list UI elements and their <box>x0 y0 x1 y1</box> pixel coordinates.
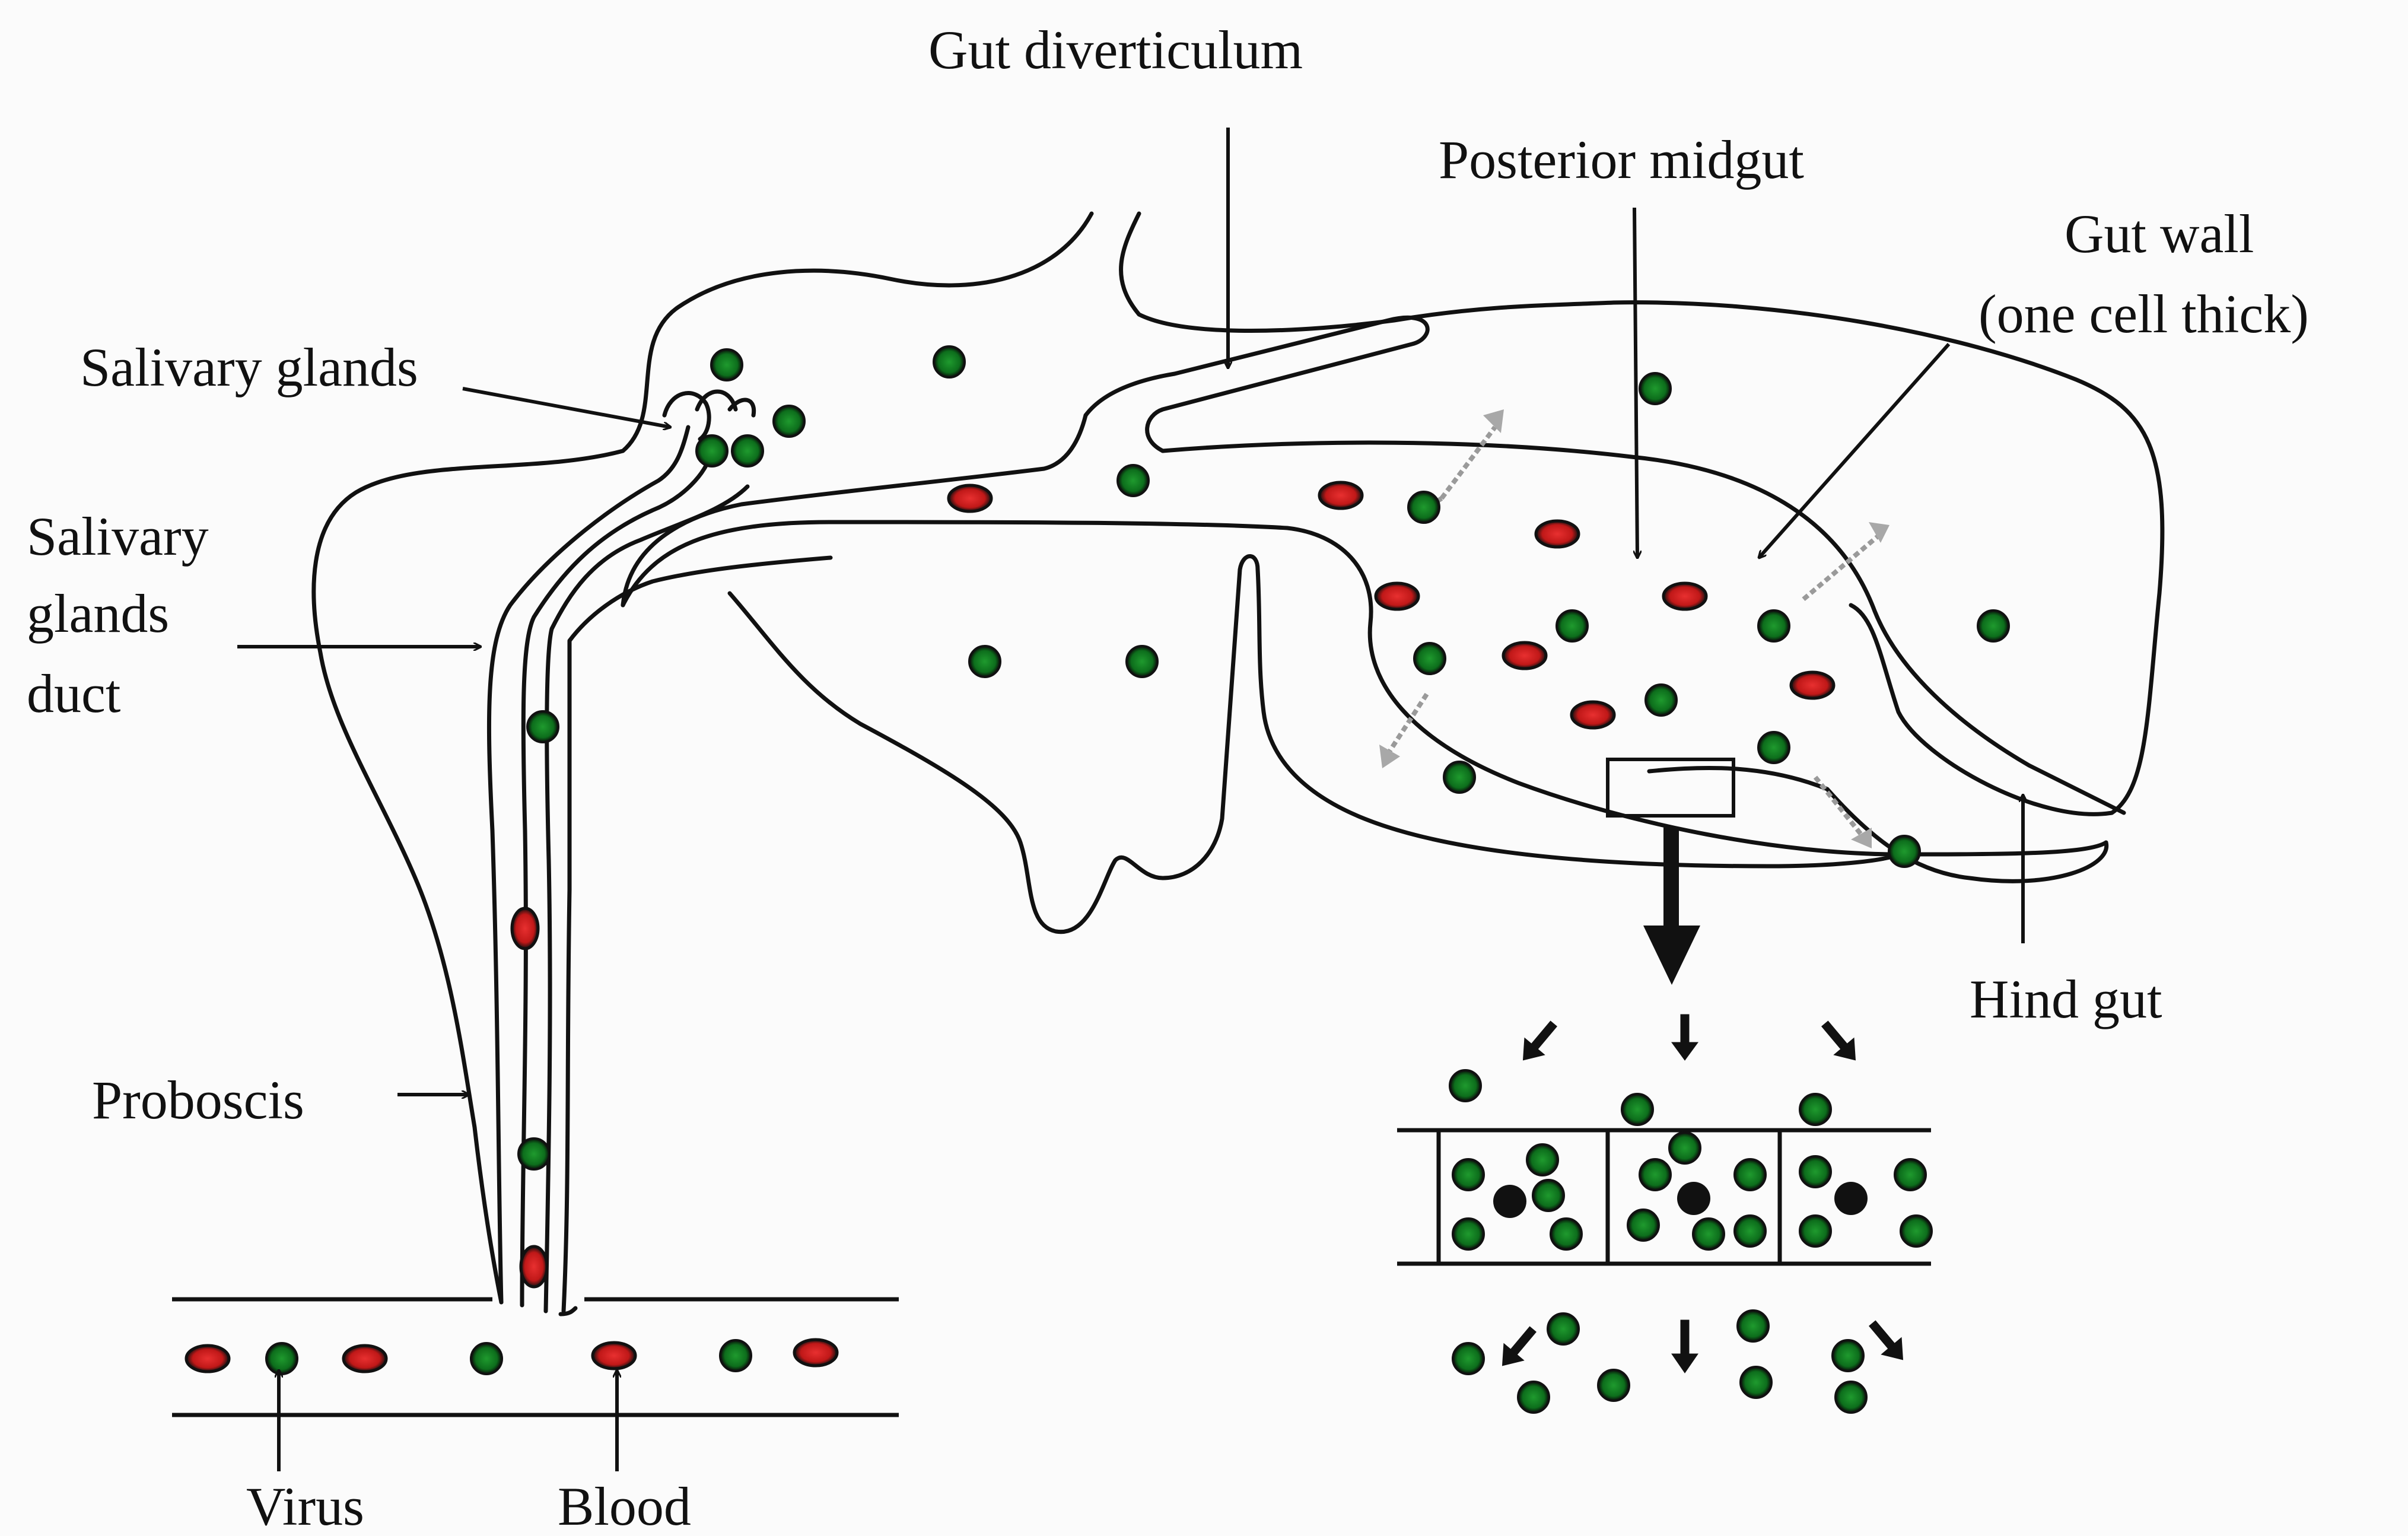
virus-particle <box>1533 1180 1564 1211</box>
virus-particle <box>1444 762 1475 793</box>
blood-cell <box>512 908 538 949</box>
virus-particle <box>1646 685 1677 715</box>
virus-particle <box>1978 610 2009 641</box>
virus-particle <box>1895 1159 1926 1190</box>
virus-particle <box>934 346 965 377</box>
label-salivary-duct-2: glands <box>27 583 169 644</box>
virus-particle <box>1118 465 1149 496</box>
virus-particle <box>266 1343 297 1374</box>
virus-particle <box>471 1343 502 1374</box>
virus-particle <box>1800 1216 1831 1246</box>
virus-particle <box>1836 1382 1866 1413</box>
body-outline <box>314 214 2162 1314</box>
label-proboscis: Proboscis <box>92 1070 304 1130</box>
virus-particle <box>1527 1144 1558 1175</box>
virus-particle <box>1453 1343 1484 1374</box>
virus-particle <box>1453 1219 1484 1249</box>
virus-particle <box>1800 1094 1831 1125</box>
virus-particle <box>1735 1216 1766 1246</box>
blood-cell <box>343 1346 386 1372</box>
blood-cell <box>1791 672 1834 698</box>
virus-particle <box>774 406 804 437</box>
blood-cell <box>1319 482 1362 508</box>
label-hind-gut: Hind gut <box>1970 969 2162 1029</box>
cell-nucleus <box>1493 1185 1526 1218</box>
blood-cell <box>949 485 991 511</box>
blood-cell <box>1503 643 1546 669</box>
virus-particle <box>969 646 1000 677</box>
blood-cell <box>593 1343 635 1369</box>
virus-particle <box>1453 1159 1484 1190</box>
virus-particle <box>1518 1382 1549 1413</box>
virus-particle <box>1758 732 1789 763</box>
label-virus: Virus <box>246 1476 364 1536</box>
particles <box>186 346 2009 1413</box>
virus-particle <box>1758 610 1789 641</box>
virus-particle <box>1741 1367 1771 1398</box>
label-salivary-duct-1: Salivary <box>27 506 209 567</box>
virus-particle <box>1598 1370 1629 1401</box>
virus-particle <box>1551 1219 1582 1249</box>
label-salivary-glands: Salivary glands <box>80 337 418 397</box>
blood-cell <box>794 1340 837 1366</box>
virus-particle <box>1414 643 1445 674</box>
blood-cell <box>1572 702 1614 728</box>
virus-particle <box>1127 646 1157 677</box>
blood-cell <box>1536 521 1579 547</box>
virus-particle <box>1693 1219 1724 1249</box>
virus-particle <box>1622 1094 1653 1125</box>
virus-particle <box>711 349 742 380</box>
virus-particle <box>1450 1070 1481 1101</box>
pointer-lines <box>237 128 2023 1471</box>
label-blood: Blood <box>558 1476 691 1536</box>
virus-particle <box>1833 1340 1863 1371</box>
virus-particle <box>519 1139 549 1169</box>
label-gut-diverticulum: Gut diverticulum <box>928 20 1303 80</box>
virus-particle <box>1628 1210 1659 1241</box>
virus-particle <box>696 435 727 466</box>
virus-particle <box>1901 1216 1932 1246</box>
virus-particle <box>527 711 558 742</box>
blood-cell <box>186 1346 229 1372</box>
virus-particle <box>720 1340 751 1371</box>
blood-cell <box>1376 583 1418 609</box>
label-posterior-midgut: Posterior midgut <box>1439 129 1804 190</box>
virus-particle <box>1408 492 1439 523</box>
cell-nucleus <box>1677 1182 1710 1215</box>
label-gut-wall-note: (one cell thick) <box>1978 284 2309 344</box>
virus-particle <box>1640 373 1671 404</box>
label-salivary-duct-3: duct <box>27 663 121 724</box>
virus-particle <box>1640 1159 1671 1190</box>
virus-particle <box>1669 1133 1700 1163</box>
virus-particle <box>1557 610 1588 641</box>
virus-particle <box>1889 836 1920 867</box>
virus-particle <box>1735 1159 1766 1190</box>
virus-particle <box>732 435 763 466</box>
zoom-arrow <box>1643 828 1700 985</box>
blood-cell <box>521 1246 547 1287</box>
label-gut-wall: Gut wall <box>2065 203 2254 264</box>
virus-particle <box>1548 1314 1579 1344</box>
virus-particle <box>1738 1311 1768 1341</box>
cell-nucleus <box>1834 1182 1868 1215</box>
blood-cell <box>1663 583 1706 609</box>
virus-particle <box>1800 1156 1831 1187</box>
